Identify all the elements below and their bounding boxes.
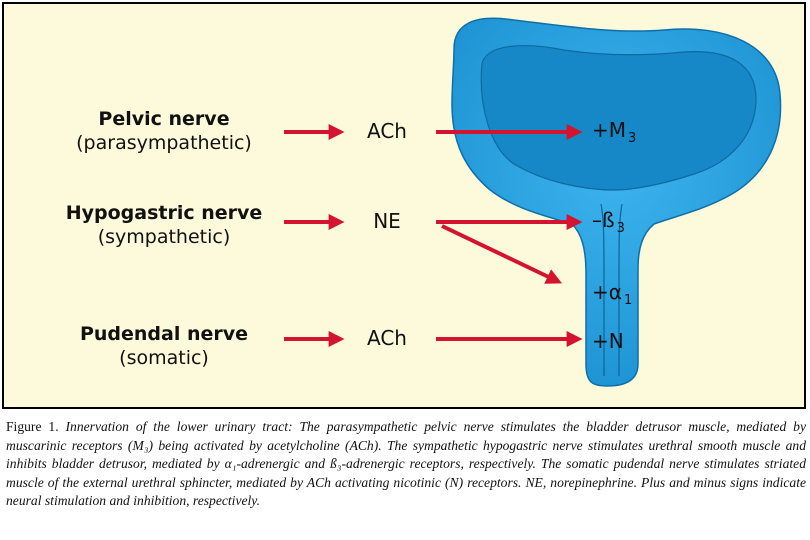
receptor-beta3-subscript: 3 [616,221,625,236]
receptor-n-symbol: N [608,329,624,353]
caption-text: Innervation of the lower urinary tract: … [6,419,806,509]
transmitter-ne: NE [373,209,401,233]
receptor-alpha1-symbol: α [608,280,622,304]
receptor-m3-symbol: M [608,118,627,142]
caption-label: Figure 1. [6,419,59,434]
receptor-m3-subscript: 3 [628,131,637,146]
pudendal-nerve-name: Pudendal nerve [79,323,249,345]
bladder-lumen [480,45,757,191]
transmitter-ach-pelvic: ACh [367,119,407,143]
diagram-graphic [284,17,782,387]
pelvic-nerve-label: Pelvic nerve (parasympathetic) [44,107,284,155]
receptor-alpha1-sign: + [592,280,609,304]
figure-caption: Figure 1. Innervation of the lower urina… [6,418,806,511]
arrow-ne-to-alpha1 [441,224,563,284]
transmitter-ach-pudendal: ACh [367,326,407,350]
pudendal-nerve-label: Pudendal nerve (somatic) [44,322,284,370]
pudendal-nerve-type: (somatic) [119,347,209,369]
receptor-beta3-symbol: ß [602,208,615,232]
hypogastric-nerve-label: Hypogastric nerve (sympathetic) [44,201,284,249]
receptor-alpha1-subscript: 1 [623,293,633,308]
receptor-n-sign: + [592,329,609,353]
arrows [284,124,583,347]
bladder-illustration [451,17,782,387]
hypogastric-nerve-name: Hypogastric nerve [65,202,263,224]
receptor-m3-sign: + [592,118,609,142]
hypogastric-nerve-type: (sympathetic) [97,226,231,248]
pelvic-nerve-name: Pelvic nerve [98,108,230,130]
figure-panel: Pelvic nerve (parasympathetic) Hypogastr… [2,2,806,409]
pelvic-nerve-type: (parasympathetic) [76,132,252,154]
urethra-lumen [600,203,623,376]
receptor-beta3-sign: – [592,208,602,232]
receptor-n: +N [592,329,624,353]
